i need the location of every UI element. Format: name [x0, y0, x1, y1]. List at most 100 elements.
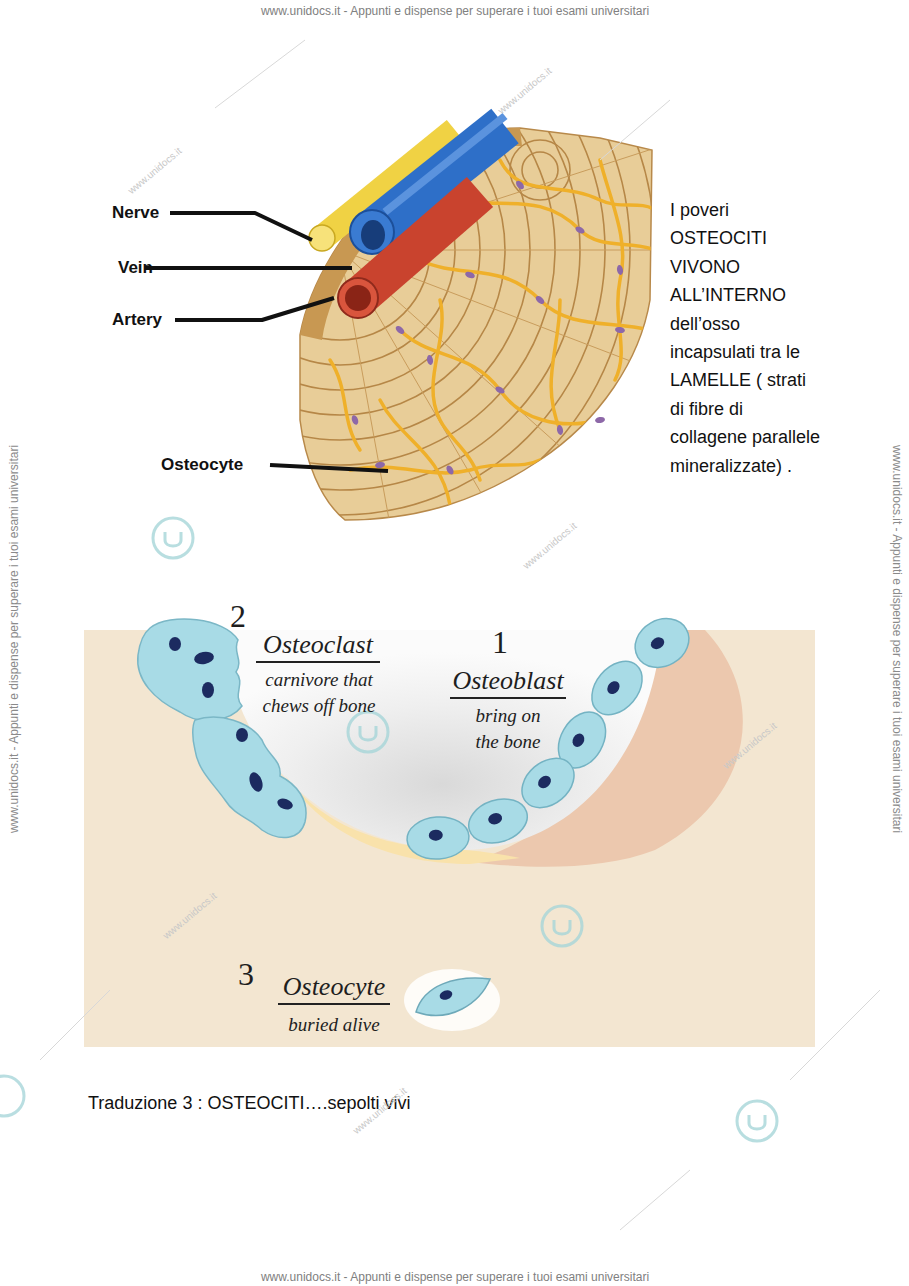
osteocyte-cell: [394, 324, 406, 335]
artery-tube: [358, 192, 480, 298]
osteoblast-cell: [463, 792, 533, 850]
watermark-logo: [554, 920, 570, 934]
artery-end: [338, 278, 378, 318]
watermark-icons: [0, 518, 777, 1141]
watermark-logo: [165, 532, 181, 546]
watermark-logo: [348, 712, 388, 752]
buried-osteocyte: [416, 978, 490, 1015]
remodeling-scene: [84, 609, 815, 1047]
nucleus: [428, 829, 443, 841]
watermark-logo: [542, 906, 582, 946]
nucleus: [247, 771, 265, 794]
watermark-line: [215, 40, 305, 108]
leader-line: [145, 266, 352, 270]
osteocyte-cell: [350, 414, 359, 425]
canaliculus: [420, 260, 650, 330]
osteocyte-cell: [494, 385, 506, 395]
lamella: [50, 0, 630, 540]
lacuna-halo: [404, 969, 500, 1031]
part-name: Artery: [112, 310, 182, 330]
lamella: [75, 0, 605, 515]
watermark-logo: [0, 1076, 24, 1116]
caption: Traduzione 3 : OSTEOCITI….sepolti vivi: [88, 1093, 788, 1114]
canaliculus: [500, 160, 655, 210]
leader-line: [175, 298, 334, 320]
watermark-logo: [153, 518, 193, 558]
watermark: www.unidocs.it - Appunti e dispense per …: [155, 4, 755, 18]
watermark-logo: [360, 726, 376, 740]
canaliculi: [330, 160, 655, 505]
cell-name: Osteoclast: [256, 630, 380, 663]
callout-number: 1: [492, 624, 522, 661]
illustration-panel: 2Osteoclastcarnivore that chews off bone…: [84, 630, 815, 1047]
cell-body: [463, 792, 533, 850]
nucleus: [487, 811, 504, 826]
canaliculus: [400, 330, 600, 424]
watermark-line: [620, 1170, 690, 1230]
nucleus: [202, 682, 214, 698]
osteoblasts: [406, 609, 698, 861]
osteoclast-cell: [193, 717, 306, 837]
nucleus: [570, 731, 587, 749]
nucleus: [536, 773, 554, 790]
nucleus: [649, 635, 667, 652]
part-name: Vein: [118, 258, 178, 278]
cell-name: Osteoblast: [450, 666, 566, 699]
watermark-line: [600, 100, 670, 160]
watermark: www.unidocs.it: [471, 45, 578, 138]
lamellae: [0, 0, 705, 615]
cell-description: buried alive: [278, 1012, 390, 1038]
watermark: www.unidocs.it - Appunti e dispense per …: [155, 1270, 755, 1284]
watermark-logo: [749, 1115, 765, 1129]
watermark-lines: [40, 40, 880, 1230]
leader-line: [270, 465, 388, 471]
bone-section: [0, 0, 705, 615]
nerve-end: [309, 225, 335, 251]
neurovascular-bundle: [309, 116, 505, 318]
callout-number: 3: [238, 956, 268, 993]
side-note: I poveri OSTEOCITI VIVONO ALL’INTERNO de…: [670, 196, 822, 480]
osteocyte-cell: [534, 294, 546, 305]
osteocyte-cell: [595, 416, 606, 424]
osteocyte-cell: [445, 464, 455, 476]
nucleus: [438, 989, 453, 1002]
osteocyte-cell: [426, 355, 434, 366]
nucleus: [169, 637, 181, 651]
canaliculus: [433, 300, 480, 480]
osteocyte-cell: [464, 270, 475, 279]
watermark-line: [40, 990, 110, 1060]
osteocyte-cell: [574, 225, 586, 235]
watermark: www.unidocs.it - Appunti e dispense per …: [890, 209, 904, 1069]
watermark: www.unidocs.it - Appunti e dispense per …: [7, 209, 21, 1069]
watermark-line: [790, 990, 880, 1080]
osteocyte-cell: [556, 425, 564, 436]
osteocyte-cell: [514, 179, 525, 191]
leader-line: [170, 213, 312, 240]
bone-block: [300, 128, 652, 520]
osteoclast-cell: [138, 619, 242, 721]
canaliculus: [330, 360, 360, 450]
osteoclast-nuclei: [169, 637, 294, 811]
part-name: Nerve: [112, 203, 182, 223]
nucleus: [236, 728, 248, 742]
watermark: www.unidocs.it: [496, 500, 603, 593]
cell-description: carnivore that chews off bone: [254, 667, 384, 719]
cell-description: bring on the bone: [466, 703, 550, 755]
osteocyte-cell: [375, 461, 386, 469]
crack-line: [340, 250, 520, 560]
nucleus: [276, 797, 294, 812]
lamella: [0, 0, 705, 615]
watermark-logo: [737, 1101, 777, 1141]
osteocyte-cell: [615, 326, 626, 334]
lamella: [25, 0, 655, 565]
cell-name: Osteocyte: [278, 972, 390, 1005]
canaliculus: [551, 300, 560, 430]
osteoblast-cell: [406, 815, 471, 861]
vein-lumen: [361, 220, 385, 250]
cell-body: [406, 815, 471, 861]
osteocyte-cell: [616, 265, 624, 276]
artery-lumen: [345, 285, 371, 311]
nucleus: [193, 650, 215, 665]
leader-lines: [145, 213, 388, 471]
